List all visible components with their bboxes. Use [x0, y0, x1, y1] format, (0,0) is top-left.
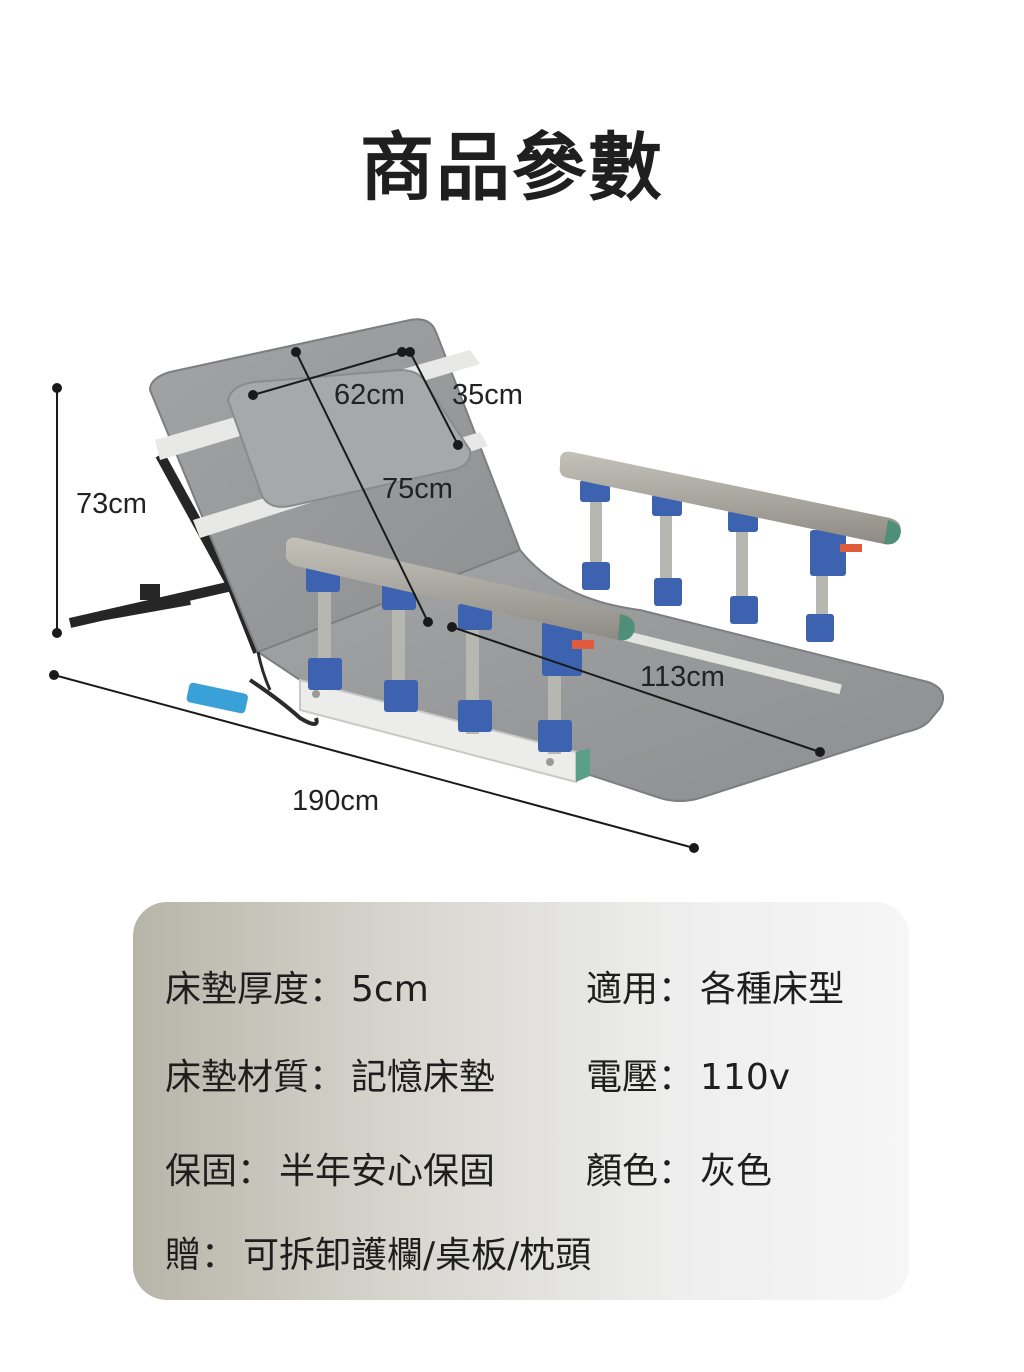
spec-warranty: 保固：半年安心保固 [165, 1151, 496, 1192]
spec-panel: 床墊厚度：5cm 適用：各種床型 床墊材質：記憶床墊 電壓：110v 保固：半年… [133, 902, 909, 1300]
page-title: 商品參數 [360, 125, 664, 211]
seat-mattress [255, 548, 944, 802]
spec-value: 110v [700, 1057, 791, 1098]
spec-value: 半年安心保固 [279, 1151, 496, 1192]
spec-value: 各種床型 [700, 969, 845, 1010]
spec-value: 記憶床墊 [351, 1057, 496, 1098]
spec-voltage: 電壓：110v [586, 1057, 791, 1098]
spec-label: 床墊材質 [165, 1057, 310, 1098]
back-guard-rail [559, 451, 901, 695]
spec-mattress-thickness: 床墊厚度：5cm [165, 969, 429, 1010]
height-label: 73cm [76, 488, 147, 520]
spec-color: 顏色：灰色 [586, 1151, 773, 1192]
bed-dimension-figure: 73cm 62cm 35cm 75cm 113cm 190cm [49, 318, 944, 853]
pillow [226, 368, 472, 508]
remote-control [186, 651, 319, 726]
spec-value: 可拆卸護欄/桌板/枕頭 [243, 1235, 592, 1276]
pillow-width-label: 62cm [334, 379, 405, 411]
seat-length-label: 113cm [640, 661, 725, 693]
spec-value: 灰色 [700, 1151, 773, 1192]
spec-label: 保固 [165, 1151, 238, 1192]
pillow-height-label: 35cm [452, 379, 523, 411]
spec-label: 適用 [586, 969, 659, 1010]
spec-gift: 贈：可拆卸護欄/桌板/枕頭 [165, 1235, 592, 1276]
dimension-lines [49, 347, 825, 853]
backrest-length-label: 75cm [382, 473, 453, 505]
spec-applicable: 適用：各種床型 [586, 969, 845, 1010]
spec-mattress-material: 床墊材質：記憶床墊 [165, 1057, 496, 1098]
spec-label: 床墊厚度 [165, 969, 310, 1010]
spec-value: 5cm [351, 969, 429, 1010]
front-guard-rail [285, 537, 635, 784]
spec-label: 贈 [165, 1235, 202, 1276]
spec-label: 顏色 [586, 1151, 659, 1192]
total-length-label: 190cm [292, 785, 379, 817]
spec-label: 電壓 [586, 1057, 659, 1098]
